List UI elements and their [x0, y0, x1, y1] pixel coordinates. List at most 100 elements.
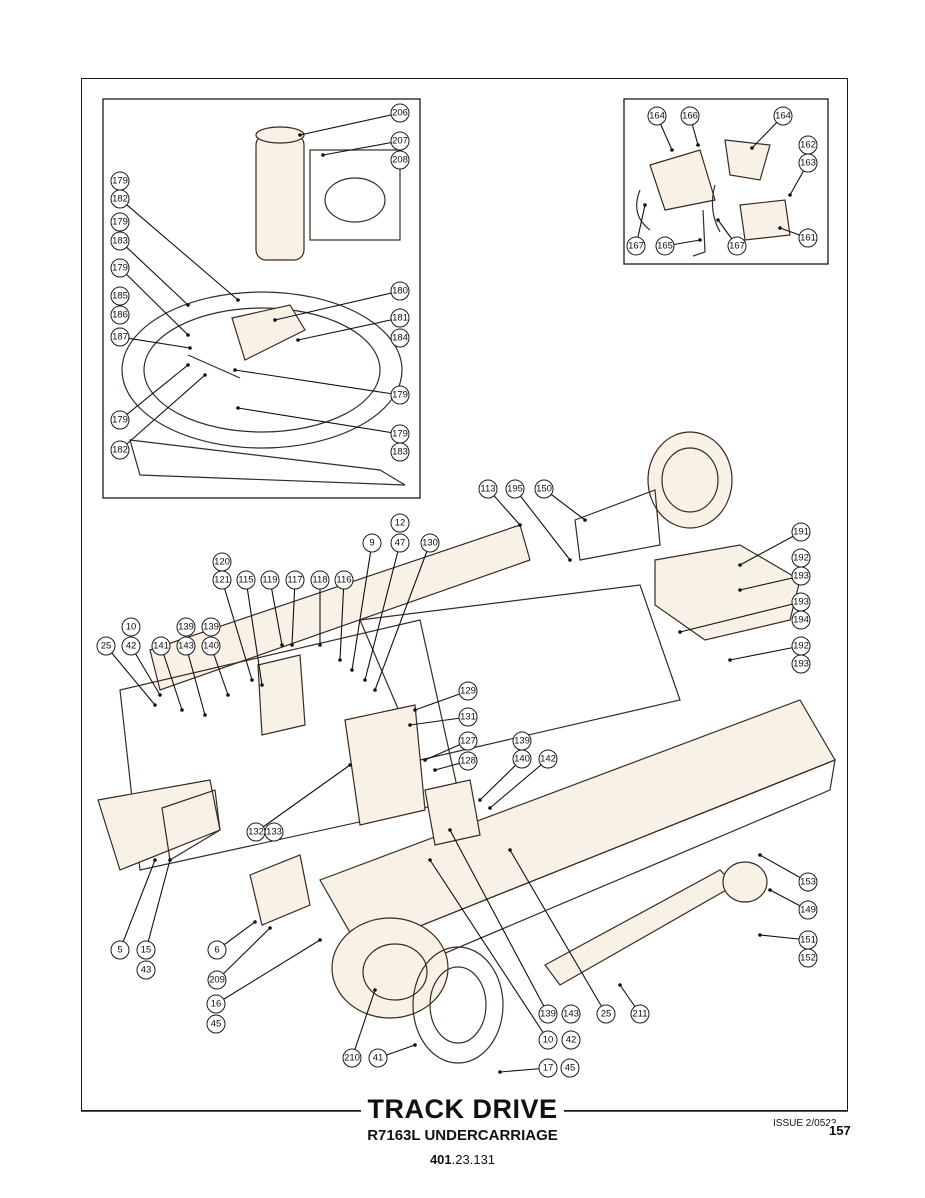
- part-callout-119: 119: [260, 570, 280, 590]
- leader-line: [374, 542, 431, 691]
- leader-arrowhead: [643, 203, 647, 207]
- part-callout-label: 211: [632, 1009, 647, 1020]
- part-callout-179: 179: [110, 258, 130, 278]
- part-callout-label: 150: [536, 484, 552, 495]
- leader-arrowhead: [250, 678, 254, 682]
- leader-line: [269, 579, 283, 646]
- part-code-rest: .23.131: [451, 1152, 496, 1167]
- part-callout-195: 195: [505, 479, 525, 499]
- leader-arrowhead: [203, 373, 207, 377]
- part-callout-116: 116: [334, 570, 354, 590]
- leader-arrowhead: [338, 658, 342, 662]
- part-callout-143: 143: [561, 1004, 581, 1024]
- leader-arrowhead: [716, 218, 720, 222]
- leader-arrowhead: [188, 346, 192, 350]
- part-callout-label: 183: [392, 447, 408, 458]
- part-callout-label: 207: [392, 136, 408, 147]
- part-callout-label: 25: [101, 641, 112, 652]
- part-callout-25: 25: [96, 636, 116, 656]
- part-code-bold: 401: [429, 1152, 452, 1167]
- part-callout-12: 12: [390, 513, 410, 533]
- leader-line: [479, 758, 523, 801]
- center-bracket: [344, 704, 426, 826]
- part-callout-42: 42: [561, 1030, 581, 1050]
- part-callout-label: 25: [601, 1009, 612, 1020]
- part-callout-16: 16: [206, 994, 226, 1014]
- leader-line: [322, 140, 401, 156]
- drawing-subtitle: R7163L UNDERCARRIAGE: [367, 1127, 558, 1144]
- part-callout-label: 141: [153, 641, 169, 652]
- leader-line: [297, 317, 401, 341]
- part-callout-165: 165: [655, 236, 675, 256]
- leader-line: [119, 198, 239, 301]
- part-callout-label: 208: [392, 155, 408, 166]
- part-callout-label: 130: [422, 538, 438, 549]
- part-callout-140: 140: [201, 636, 221, 656]
- part-callout-47: 47: [390, 533, 410, 553]
- leader-arrowhead: [260, 683, 264, 687]
- part-callout-label: 120: [214, 557, 230, 568]
- part-callout-164: 164: [647, 106, 667, 126]
- part-callout-label: 9: [369, 538, 374, 549]
- part-callout-label: 131: [460, 712, 476, 723]
- part-callout-label: 45: [211, 1019, 222, 1030]
- rotary-joint: [255, 134, 305, 261]
- leader-arrowhead: [498, 1070, 502, 1074]
- part-callout-label: 16: [211, 999, 222, 1010]
- part-callout-label: 118: [312, 575, 327, 586]
- part-callout-127: 127: [458, 731, 478, 751]
- part-callout-179: 179: [390, 424, 410, 444]
- part-callout-192: 192: [791, 548, 811, 568]
- part-callout-113: 113: [478, 479, 498, 499]
- part-callout-label: 179: [392, 429, 408, 440]
- part-callout-label: 10: [543, 1035, 554, 1046]
- part-callout-label: 184: [392, 333, 408, 344]
- part-callout-label: 139: [540, 1009, 556, 1020]
- part-callout-129: 129: [458, 681, 478, 701]
- undercarriage-sketch: [97, 431, 836, 1064]
- leader-arrowhead: [408, 723, 412, 727]
- travel-motor: [249, 854, 311, 926]
- leader-arrowhead: [448, 828, 452, 832]
- part-callout-label: 179: [112, 415, 128, 426]
- part-callout-181: 181: [390, 308, 410, 328]
- leader-line: [489, 758, 549, 809]
- part-callout-label: 117: [287, 575, 302, 586]
- part-callout-label: 151: [800, 935, 816, 946]
- part-callout-label: 179: [392, 390, 408, 401]
- leader-line: [119, 267, 189, 336]
- leader-line: [237, 407, 401, 435]
- leader-line: [351, 989, 376, 1059]
- leader-line: [255, 764, 351, 833]
- part-callout-label: 165: [657, 241, 673, 252]
- leader-arrowhead: [273, 318, 277, 322]
- leader-arrowhead: [348, 763, 352, 767]
- part-callout-25: 25: [596, 1004, 616, 1024]
- bracket-plate: [231, 304, 306, 361]
- part-callout-label: 185: [112, 291, 128, 302]
- leader-arrowhead: [508, 848, 512, 852]
- leader-line: [509, 849, 607, 1015]
- leader-arrowhead: [321, 153, 325, 157]
- part-callout-186: 186: [110, 305, 130, 325]
- leader-arrowhead: [778, 226, 782, 230]
- part-callout-133: 133: [264, 822, 284, 842]
- leader-line: [215, 939, 321, 1005]
- part-callout-163: 163: [798, 153, 818, 173]
- inset-left-sketch: [121, 126, 406, 486]
- part-callout-183: 183: [390, 442, 410, 462]
- leader-arrowhead: [318, 643, 322, 647]
- part-callout-5: 5: [110, 940, 130, 960]
- guard-plate: [654, 544, 801, 641]
- part-callout-label: 163: [800, 158, 816, 169]
- part-callout-207: 207: [390, 131, 410, 151]
- part-callout-193: 193: [791, 654, 811, 674]
- leader-arrowhead: [236, 298, 240, 302]
- part-callout-label: 133: [266, 827, 282, 838]
- part-callout-label: 162: [800, 140, 816, 151]
- part-callout-10: 10: [538, 1030, 558, 1050]
- part-callout-label: 187: [112, 332, 128, 343]
- leader-arrowhead: [186, 363, 190, 367]
- leader-arrowhead: [226, 693, 230, 697]
- part-callout-132: 132: [246, 822, 266, 842]
